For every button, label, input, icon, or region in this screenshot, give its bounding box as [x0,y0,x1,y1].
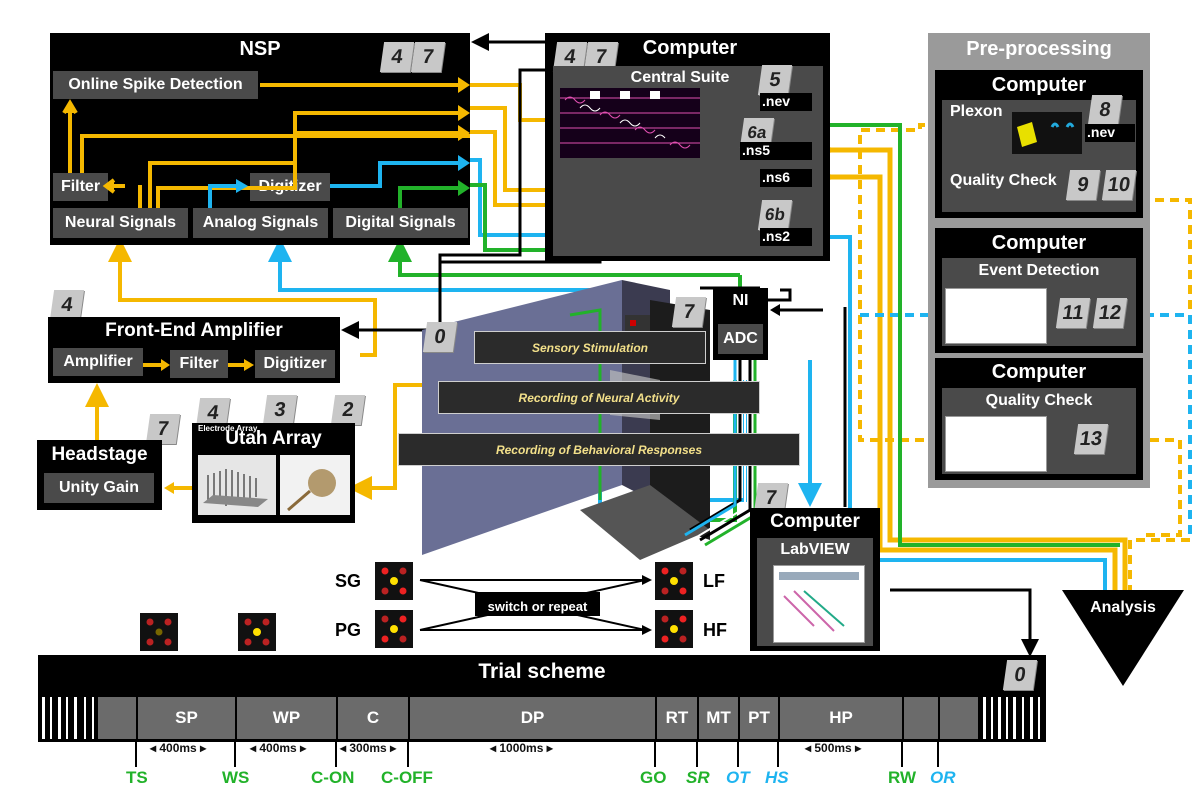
labview-thumbnail [773,565,865,643]
quality-check-thumbnail [945,416,1047,472]
plexon-nev-file: .nev [1085,124,1135,142]
event-go: GO [640,768,667,787]
file-nev: .nev [760,93,812,111]
frontend-amplifier: Amplifier [53,348,143,376]
event-ticks [135,739,939,767]
analysis-triangle [1062,590,1184,686]
central-badge-6b: 6b [757,200,793,230]
frontend-badge-4: 4 [49,290,85,320]
event-c-on: C-ON [311,768,355,787]
segment-sp: SP [175,708,198,727]
segment-rt: RT [665,708,689,727]
duration-sp: ◂ 400ms ▸ [150,741,207,755]
analysis-label: Analysis [1090,599,1156,616]
pre-computer2-title: Computer [991,232,1087,254]
duration-wp: ◂ 400ms ▸ [250,741,307,755]
nsp-filter: Filter [53,173,108,201]
pre-badge-12: 12 [1092,298,1128,328]
sensory-stimulation-band: Sensory Stimulation [474,331,706,364]
switch-or-repeat-label: switch or repeat [487,599,588,614]
sg-label: SG [335,571,362,591]
duration-dp: ◂ 1000ms ▸ [490,741,553,755]
digital-signals: Digital Signals [333,208,468,238]
file-ns2: .ns2 [760,228,812,246]
pre-quality-check2-label: Quality Check [985,392,1093,409]
preprocessing-title: Pre-processing [966,38,1112,60]
segment-dp: DP [520,708,545,727]
pre-quality-check-label: Quality Check [950,172,1057,189]
electrode-array-image [198,455,276,515]
segment-hp: HP [829,708,853,727]
file-ns5: .ns5 [740,142,812,160]
file-ns6: .ns6 [760,169,812,187]
event-c-off: C-OFF [381,768,433,787]
trial-scheme-title: Trial scheme [478,660,606,683]
neural-signals: Neural Signals [53,208,188,238]
labview-to-ni-arrow [770,304,823,316]
segment-c: C [366,708,380,727]
nsp-internal-wires [62,77,470,208]
segment-pt: PT [748,708,770,727]
utah-title: Utah Array [225,428,322,449]
event-sr: SR [686,768,710,787]
frontend-flow-arrows [143,359,254,371]
analog-signals: Analog Signals [193,208,328,238]
behavioral-responses-band: Recording of Behavioral Responses [398,433,800,466]
neural-activity-band: Recording of Neural Activity [438,381,760,414]
event-hs: HS [765,768,789,787]
event-ws: WS [222,768,250,787]
ni-label: NI [732,292,749,309]
online-spike-detection: Online Spike Detection [53,71,258,99]
event-ot: OT [726,768,750,787]
event-rw: RW [888,768,917,787]
central-badge-5: 5 [757,65,793,95]
spike-waveform-display [560,88,700,158]
unity-gain: Unity Gain [44,473,154,503]
pre-badge-11: 11 [1055,298,1091,328]
frontend-digitizer: Digitizer [255,350,335,378]
frontend-filter: Filter [170,350,228,378]
pre-badge-9: 9 [1065,170,1101,200]
event-detection-thumbnail [945,288,1047,344]
pre-badge-10: 10 [1101,170,1137,200]
pre-badge-13: 13 [1073,424,1109,454]
frontend-title: Front-End Amplifier [105,320,283,341]
labview-computer-title: Computer [770,511,860,532]
labview-feedback-wire [843,307,847,507]
pre-computer1-title: Computer [991,74,1087,96]
computer-central-title: Computer [642,37,738,59]
event-detection-label: Event Detection [978,262,1100,279]
adc-label: ADC [718,324,763,354]
labview-label: LabVIEW [780,541,850,558]
task-illustration [140,562,693,651]
setup-badge-0: 0 [422,322,458,352]
segment-mt: MT [706,708,731,727]
plexon-label: Plexon [950,103,1003,120]
pre-computer3-title: Computer [991,361,1087,383]
setup-badge-7: 7 [671,297,707,327]
nsp-title: NSP [239,38,281,60]
electrode-array-label: Electrode Array [198,424,258,433]
pg-label: PG [335,620,362,640]
duration-hp: ◂ 500ms ▸ [805,741,862,755]
trial-timeline-bars [42,697,1040,739]
segment-wp: WP [272,708,301,727]
hf-label: HF [703,620,727,640]
central-suite-title: Central Suite [630,69,730,86]
event-ts: TS [126,768,148,787]
plexon-thumbnail [1012,112,1082,154]
implant-image [280,455,350,515]
utah-badge-2: 2 [330,395,366,425]
array-to-headstage-arrow [164,482,192,494]
headstage-title: Headstage [51,444,148,465]
pre-badge-8: 8 [1087,95,1123,125]
trial-badge-0: 0 [1002,660,1038,690]
utah-badge-3: 3 [262,395,298,425]
duration-c: ◂ 300ms ▸ [340,741,397,755]
event-or: OR [930,768,956,787]
lf-label: LF [703,571,725,591]
